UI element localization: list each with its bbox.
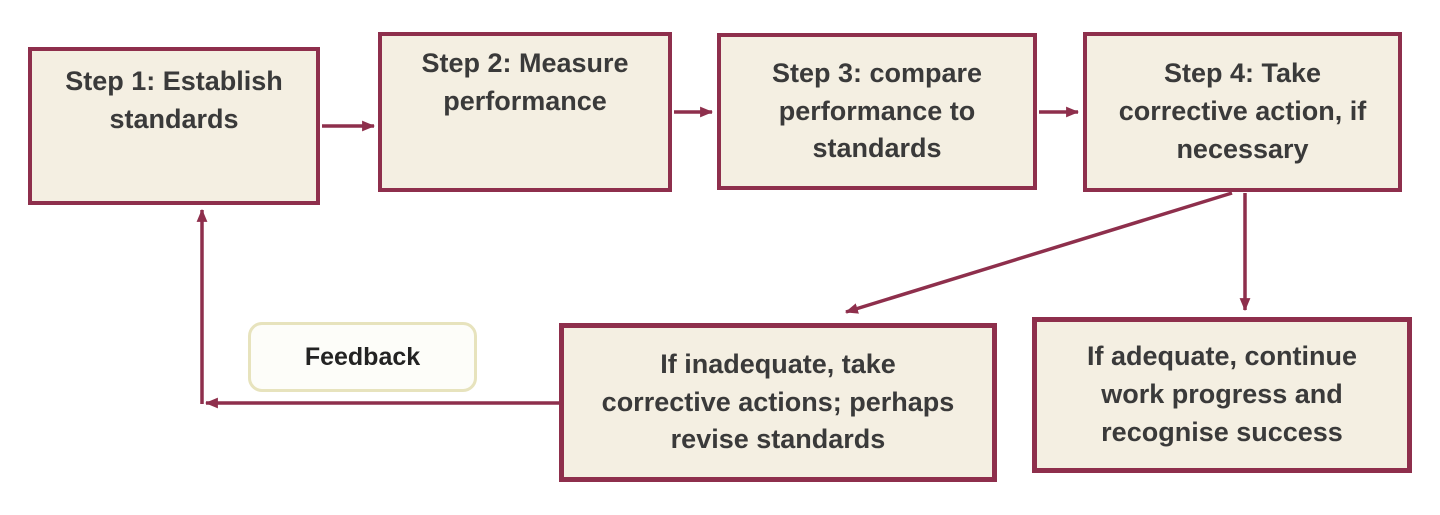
step1-label: Step 1: Establish standards bbox=[65, 66, 283, 134]
if-inadequate-label: If inadequate, take corrective actions; … bbox=[601, 348, 955, 455]
step3-label: Step 3: compare performance to standards bbox=[771, 57, 983, 164]
arrow-step4-to-if-inadequate bbox=[844, 191, 1233, 314]
flowchart-box-step4: Step 4: Take corrective action, if neces… bbox=[1083, 32, 1402, 192]
step4-label: Step 4: Take corrective action, if neces… bbox=[1118, 58, 1367, 164]
flowchart-box-step1: Step 1: Establish standards bbox=[28, 47, 320, 205]
flowchart-box-if-adequate: If adequate, continue work progress and … bbox=[1032, 317, 1412, 473]
flowchart-box-step3: Step 3: compare performance to standards bbox=[717, 33, 1037, 190]
flowchart-box-if-inadequate: If inadequate, take corrective actions; … bbox=[559, 323, 997, 482]
feedback-label-box: Feedback bbox=[248, 322, 477, 392]
step2-label: Step 2: Measure performance bbox=[421, 48, 629, 116]
flowchart-box-step2: Step 2: Measure performance bbox=[378, 32, 672, 192]
if-adequate-label: If adequate, continue work progress and … bbox=[1086, 341, 1358, 447]
feedback-label: Feedback bbox=[304, 342, 421, 371]
